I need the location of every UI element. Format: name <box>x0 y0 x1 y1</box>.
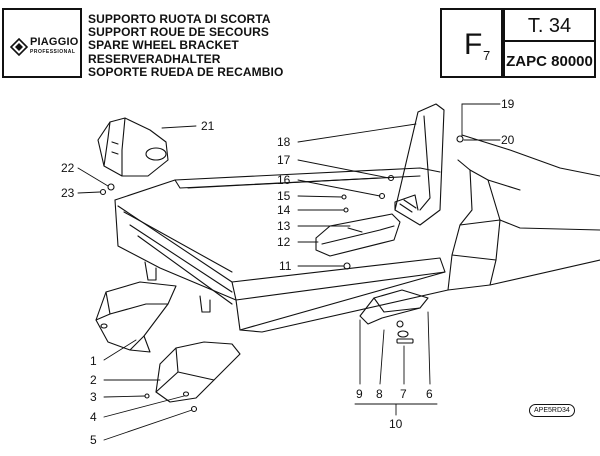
brand-subtitle: PROFESSIONAL <box>30 49 76 55</box>
brand-logo-box: PIAGGIO PROFESSIONAL <box>2 8 82 78</box>
title-block: SUPPORTO RUOTA DI SCORTA SUPPORT ROUE DE… <box>88 12 438 79</box>
bracket-plate <box>155 341 241 403</box>
callout-6: 6 <box>426 387 433 401</box>
table-divider <box>505 40 594 42</box>
callout-9: 9 <box>356 387 363 401</box>
cargo-bed <box>114 167 449 333</box>
bed-bracket-left <box>144 261 157 281</box>
callout-10: 10 <box>389 417 403 431</box>
mounting-plate <box>315 213 401 257</box>
callout-1: 1 <box>90 354 97 368</box>
callout-13: 13 <box>277 219 291 233</box>
callout-8: 8 <box>376 387 383 401</box>
callout-22: 22 <box>61 161 75 175</box>
brand-name: PIAGGIO <box>30 36 79 48</box>
piaggio-emblem-icon <box>10 38 28 56</box>
callout-17: 17 <box>277 153 291 167</box>
table-box: T. 34 ZAPC 80000 <box>503 8 596 78</box>
callout-5: 5 <box>90 433 97 447</box>
section-letter: F <box>464 28 483 61</box>
callout-14: 14 <box>277 203 291 217</box>
title-es: SOPORTE RUEDA DE RECAMBIO <box>88 64 284 79</box>
model-code: ZAPC 80000 <box>506 53 593 70</box>
wheel-cover <box>97 117 169 177</box>
title-fr: SUPPORT ROUE DE SECOURS <box>88 25 269 40</box>
title-de: RESERVERADHALTER <box>88 51 221 66</box>
callout-19: 19 <box>501 97 515 111</box>
callout-12: 12 <box>277 235 291 249</box>
callout-20: 20 <box>501 133 515 147</box>
callout-15: 15 <box>277 189 291 203</box>
drawing-reference-code: APE5RD34 <box>529 404 575 417</box>
callout-7: 7 <box>400 387 407 401</box>
title-en: SPARE WHEEL BRACKET <box>88 38 239 53</box>
leader-lines <box>77 103 501 441</box>
title-it: SUPPORTO RUOTA DI SCORTA <box>88 12 271 26</box>
bracket-left <box>95 281 177 353</box>
upright-bracket <box>394 103 445 226</box>
callout-21: 21 <box>201 119 215 133</box>
callout-16: 16 <box>277 173 291 187</box>
lower-bracket <box>359 289 429 344</box>
cab-frame <box>447 134 600 291</box>
callout-23: 23 <box>61 186 75 200</box>
callout-3: 3 <box>90 390 97 404</box>
callout-18: 18 <box>277 135 291 149</box>
table-number: T. 34 <box>527 15 572 37</box>
callout-4: 4 <box>90 410 97 424</box>
callout-2: 2 <box>90 373 97 387</box>
section-box: F 7 <box>440 8 503 78</box>
callout-11: 11 <box>279 259 292 273</box>
header: PIAGGIO PROFESSIONAL SUPPORTO RUOTA DI S… <box>0 0 600 80</box>
piaggio-logo: PIAGGIO PROFESSIONAL <box>10 36 78 58</box>
section-number: 7 <box>483 48 491 63</box>
